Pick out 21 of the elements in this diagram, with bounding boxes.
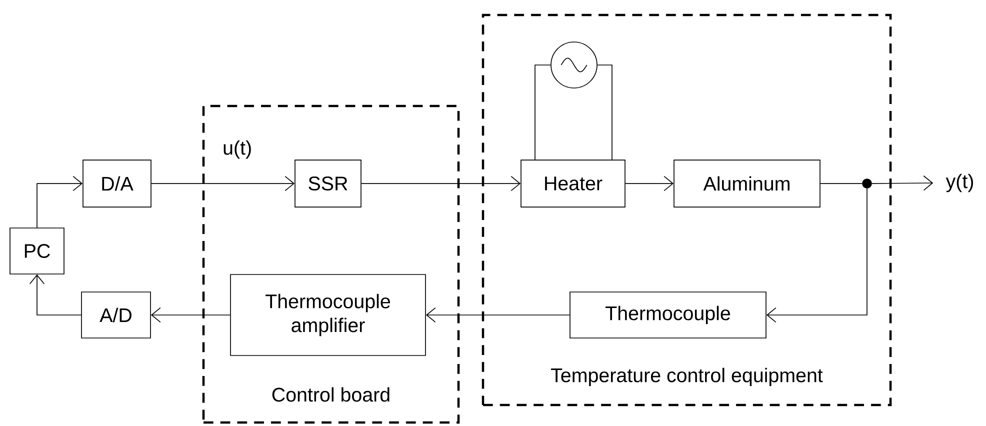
block-box: SSR (294, 160, 362, 208)
block-box: Heater (520, 160, 626, 208)
arrow (872, 175, 934, 191)
block-box: Thermocouple (570, 292, 766, 338)
arrow (766, 188, 868, 323)
arrow (29, 274, 82, 316)
arrow (625, 176, 674, 192)
block-box: D/A (82, 160, 152, 208)
block-box: PC (10, 228, 64, 274)
arrow (150, 307, 230, 323)
source-symbol (550, 42, 598, 88)
signal-label: y(t) (946, 174, 973, 192)
block-box: A/D (81, 292, 151, 338)
arrow (426, 307, 570, 323)
junction-dot (862, 178, 872, 188)
arrow (36, 176, 83, 228)
block-box: Aluminum (674, 160, 820, 208)
arrow (151, 176, 295, 192)
block-box: Thermocouple amplifier (230, 274, 426, 356)
arrow (361, 176, 521, 192)
edge-label: u(t) (224, 140, 251, 159)
